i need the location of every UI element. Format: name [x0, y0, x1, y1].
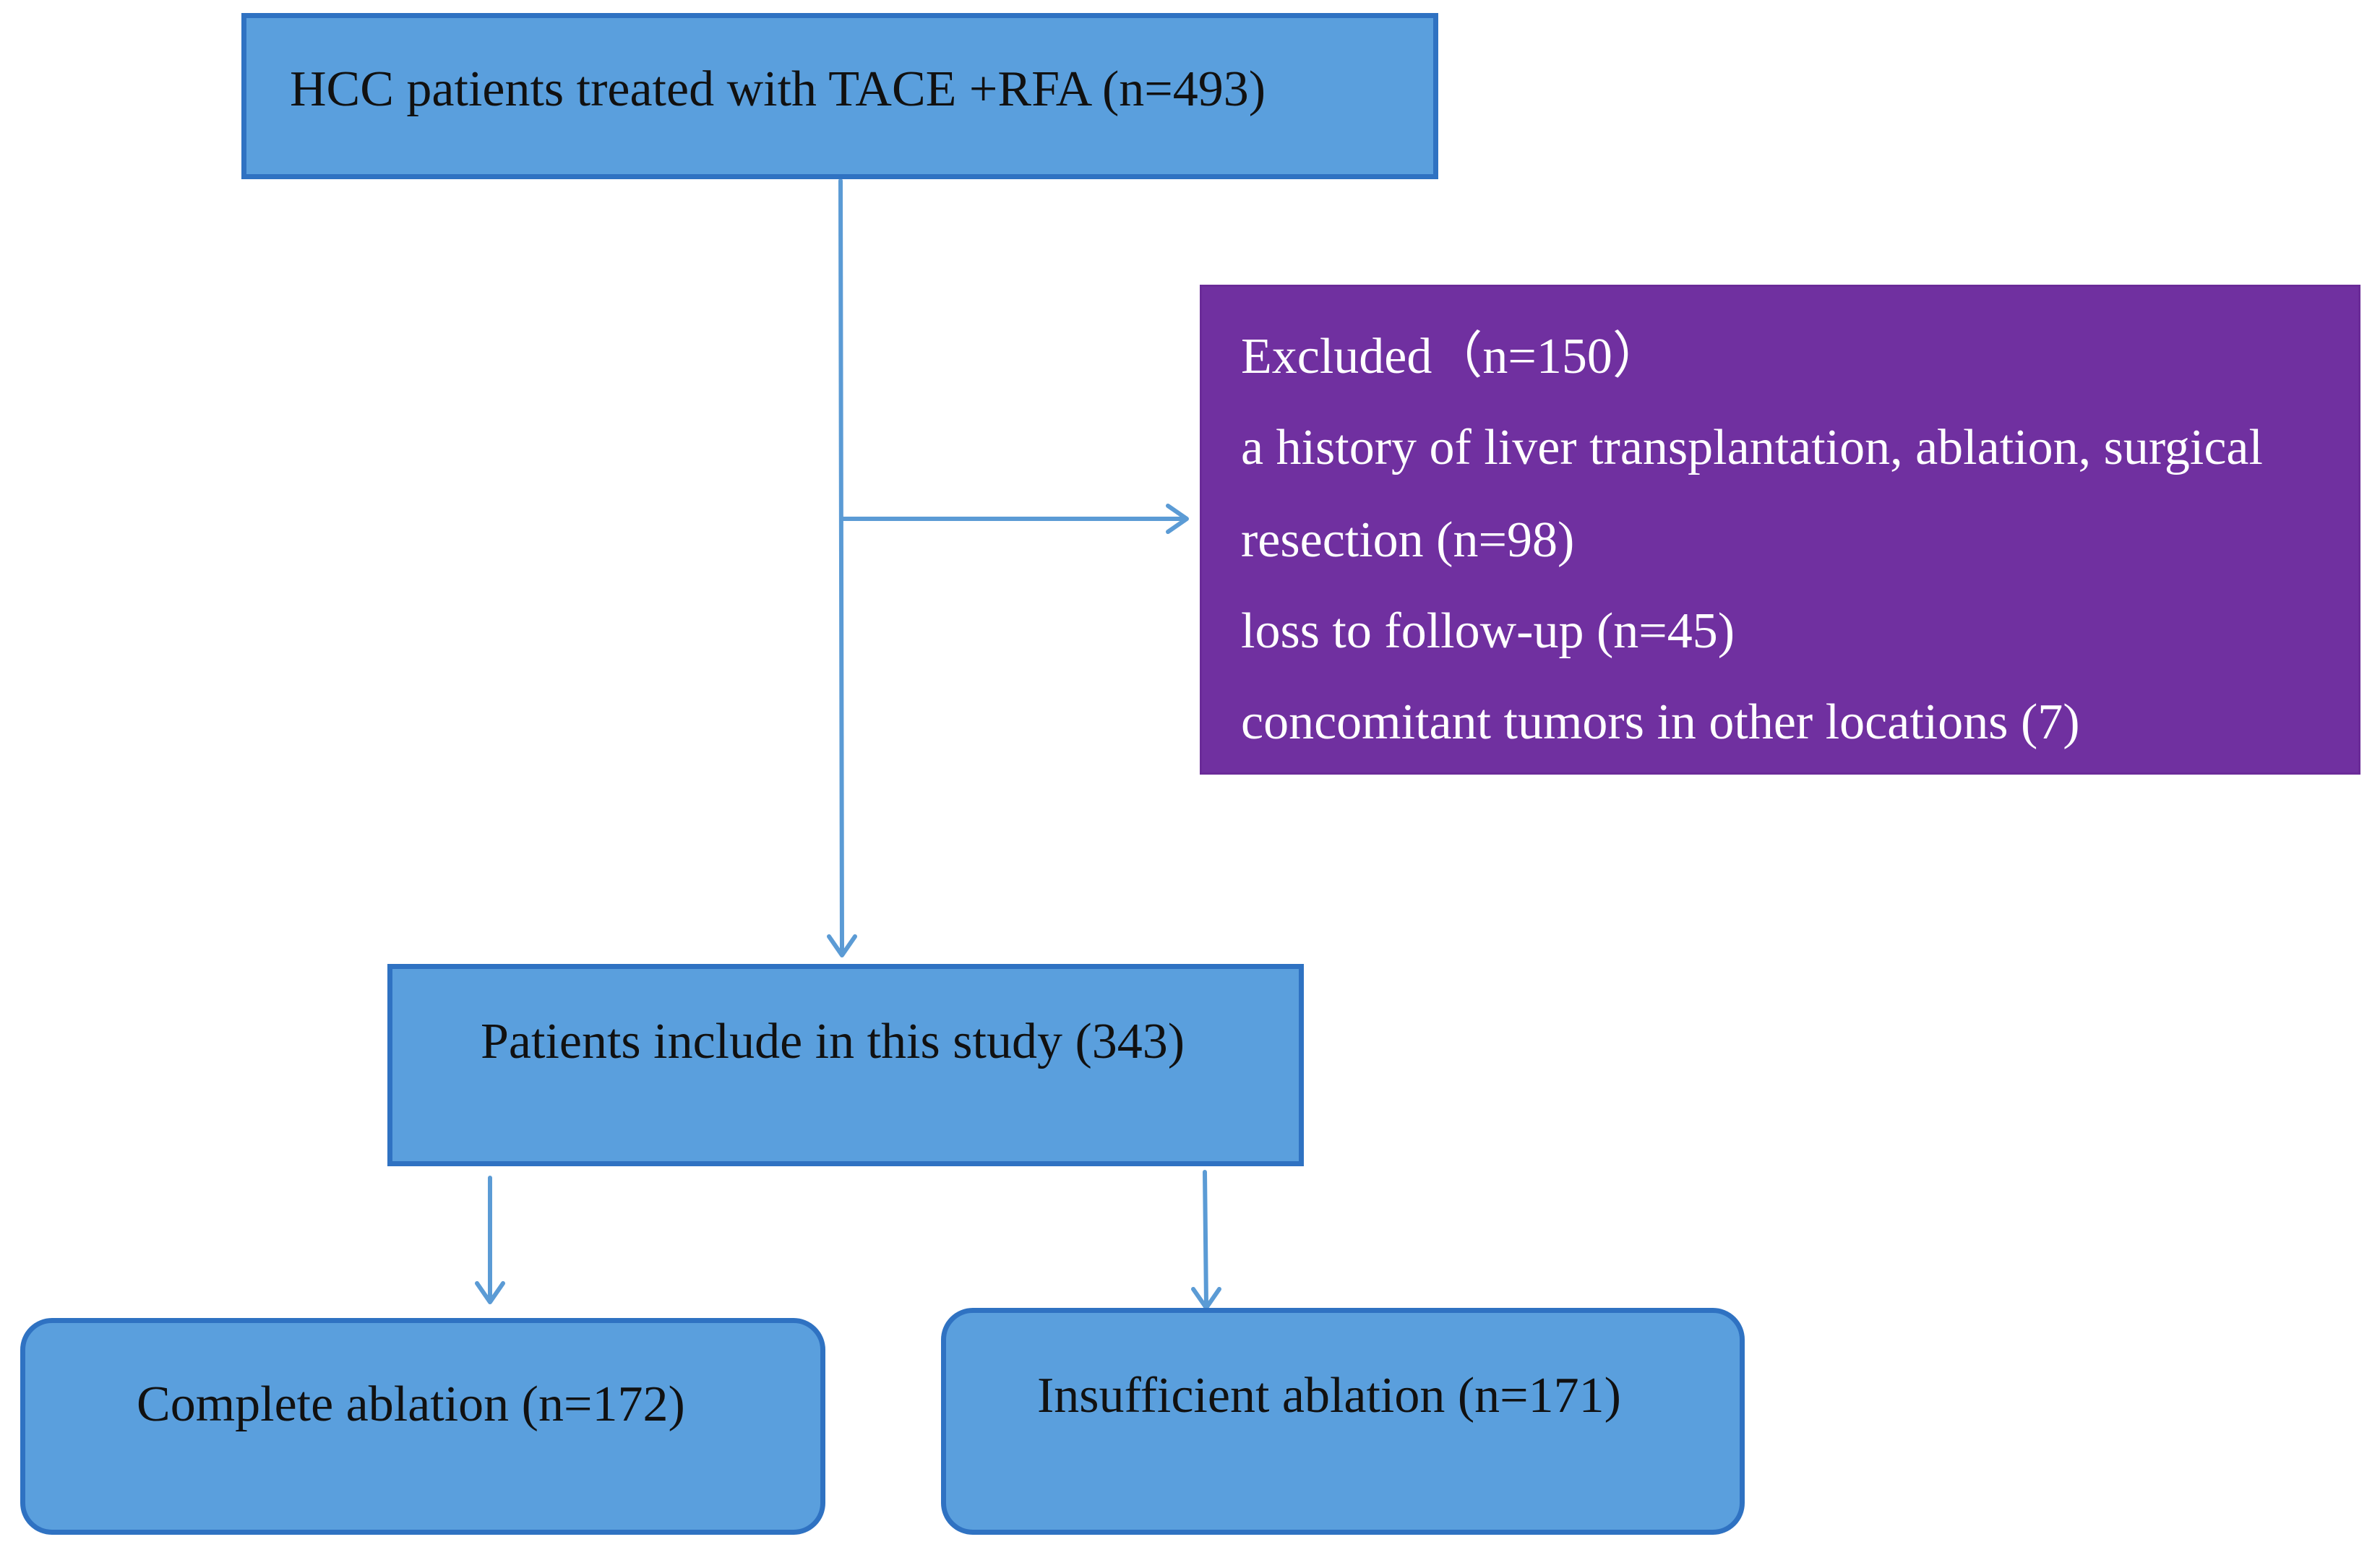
top-box-label: HCC patients treated with TACE +RFA (n=4…: [290, 61, 1266, 117]
insufficient-ablation-label: Insufficient ablation (n=171): [1037, 1368, 1621, 1423]
complete-arrowhead: [475, 1281, 505, 1304]
top-box: HCC patients treated with TACE +RFA (n=4…: [241, 13, 1438, 179]
excluded-box: Excluded（n=150） a history of liver trans…: [1200, 285, 2360, 775]
excluded-reason-1-cont: resection (n=98): [1241, 512, 1575, 568]
main-flow-line: [838, 178, 844, 955]
exclusion-branch-arrowhead: [1166, 504, 1189, 534]
complete-ablation-box: Complete ablation (n=172): [20, 1318, 825, 1535]
included-box-label: Patients include in this study (343): [481, 1014, 1185, 1069]
excluded-reason-3: concomitant tumors in other locations (7…: [1241, 694, 2080, 750]
insufficient-ablation-box: Insufficient ablation (n=171): [941, 1308, 1745, 1535]
excluded-title: Excluded（n=150）: [1241, 329, 1663, 384]
excluded-reason-2: loss to follow-up (n=45): [1241, 603, 1735, 659]
complete-ablation-label: Complete ablation (n=172): [137, 1377, 685, 1432]
insufficient-arrow-line: [1203, 1170, 1208, 1307]
included-box: Patients include in this study (343): [387, 964, 1304, 1166]
main-flow-arrowhead: [827, 934, 857, 957]
excluded-reason-1: a history of liver transplantation, abla…: [1241, 420, 2263, 475]
